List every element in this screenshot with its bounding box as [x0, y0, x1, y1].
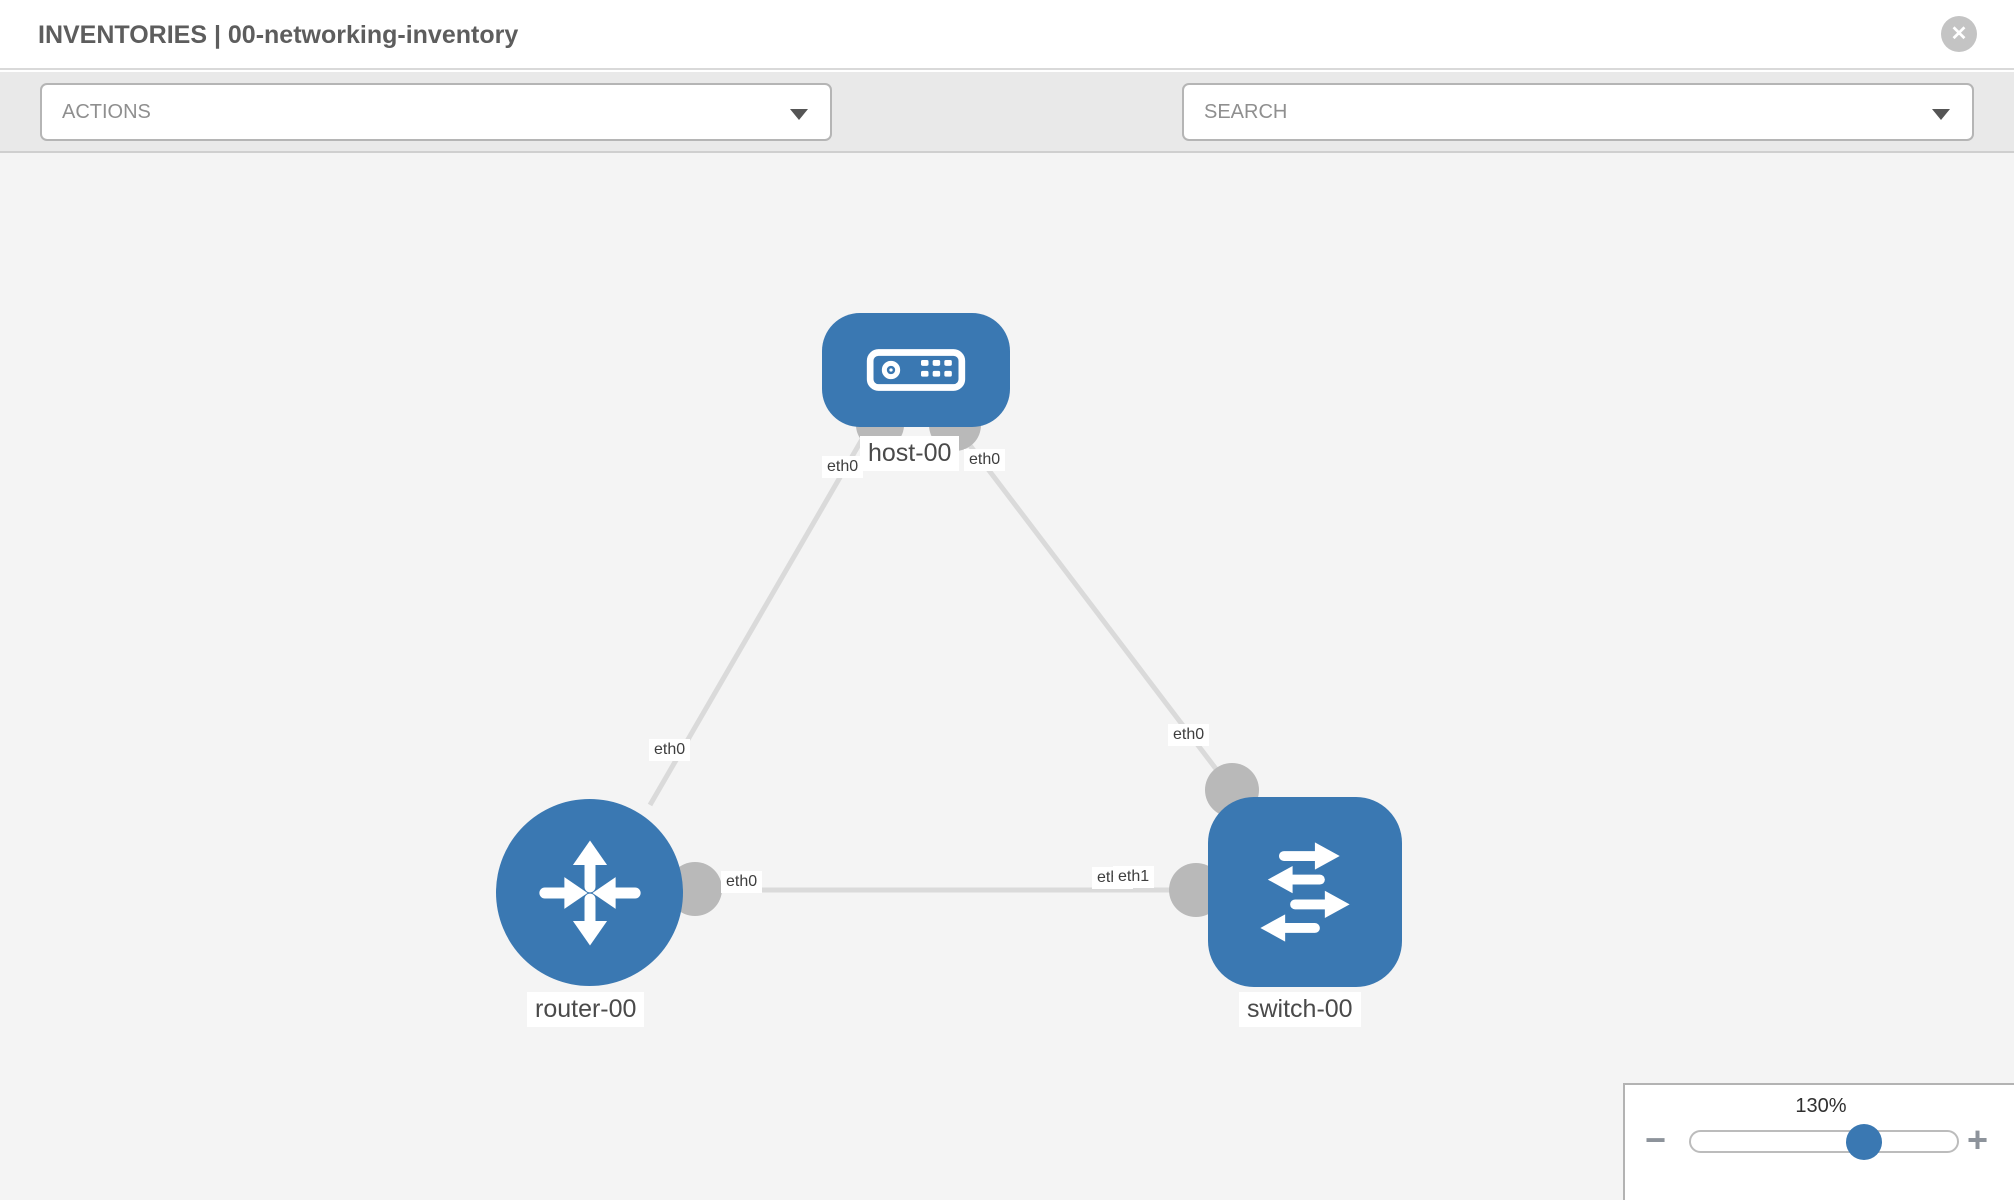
chevron-down-icon	[790, 109, 808, 120]
port-label-host-right: eth0	[964, 449, 1006, 472]
search-placeholder: SEARCH	[1204, 101, 1288, 123]
switch-icon	[1260, 842, 1350, 942]
zoom-in-button[interactable]: +	[1967, 1119, 1989, 1160]
actions-dropdown[interactable]: ACTIONS	[40, 83, 832, 141]
zoom-out-button[interactable]: −	[1645, 1119, 1667, 1160]
search-dropdown[interactable]: SEARCH	[1182, 83, 1974, 141]
node-label-switch: switch-00	[1239, 992, 1361, 1027]
port-label-host-left: eth0	[822, 456, 864, 479]
port-label-switch-left-eth1: eth1	[1113, 866, 1155, 889]
port-label-router-top: eth0	[649, 739, 691, 762]
node-switch[interactable]	[1208, 797, 1402, 987]
zoom-slider[interactable]	[1689, 1124, 1959, 1160]
page-title: INVENTORIES | 00-networking-inventory	[38, 21, 519, 49]
port-label-router-right: eth0	[721, 871, 763, 894]
chevron-down-icon	[1932, 109, 1950, 120]
links-layer	[647, 399, 1259, 917]
router-icon	[538, 840, 641, 945]
close-icon[interactable]: ✕	[1941, 16, 1977, 52]
node-router[interactable]	[496, 799, 683, 986]
actions-dropdown-label: ACTIONS	[62, 101, 151, 123]
toolbar: ACTIONS SEARCH	[0, 72, 2014, 205]
node-label-router: router-00	[527, 992, 645, 1027]
node-label-host: host-00	[860, 436, 960, 471]
host-server-icon	[866, 349, 966, 391]
topology-canvas[interactable]: host-00 router-00 switch-00 eth0 eth0 et…	[0, 153, 2014, 1200]
port-label-switch-top: eth0	[1168, 724, 1210, 747]
titlebar: INVENTORIES | 00-networking-inventory ✕	[0, 0, 2014, 70]
zoom-slider-thumb[interactable]	[1846, 1124, 1882, 1160]
zoom-panel: 130% − +	[1623, 1083, 2014, 1200]
node-host[interactable]	[822, 313, 1010, 427]
zoom-level: 130%	[1795, 1095, 1847, 1117]
zoom-slider-row: − +	[1625, 1119, 2014, 1172]
